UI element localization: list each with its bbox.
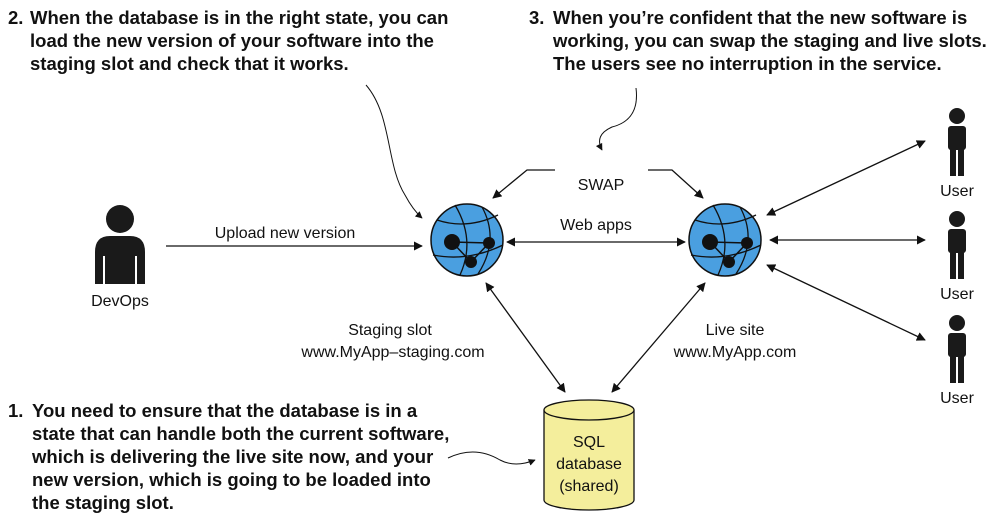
user1-arrow	[766, 140, 926, 216]
user-label-3: User	[940, 390, 974, 407]
staging-slot-globe-icon	[430, 203, 504, 277]
web-apps-label: Web apps	[560, 217, 632, 234]
swap-arrow-right	[648, 169, 704, 199]
callout-3-text: When you’re confident that the new softw…	[553, 7, 987, 74]
staging-db-arrow	[485, 282, 566, 393]
upload-label: Upload new version	[214, 225, 356, 242]
user-icon-3	[948, 315, 966, 383]
callout-1-number: 1.	[8, 400, 24, 421]
user3-arrow	[766, 264, 926, 341]
database-label-line2: database	[556, 456, 622, 473]
callout-2-text: When the database is in the right state,…	[30, 7, 449, 74]
live-site-url: www.MyApp.com	[673, 344, 797, 361]
user-label-2: User	[940, 286, 974, 303]
staging-slot-url: www.MyApp–staging.com	[301, 344, 485, 361]
staging-slot-title: Staging slot	[348, 322, 432, 339]
swap-arrow-left	[492, 169, 555, 199]
user-icon-2	[948, 211, 966, 279]
devops-person-icon	[95, 205, 145, 284]
database-label-line1: SQL	[572, 434, 605, 451]
callout-3-leader	[595, 87, 637, 151]
database-label-line3: (shared)	[559, 478, 619, 495]
devops-label: DevOps	[91, 293, 149, 310]
callout-3-number: 3.	[529, 7, 545, 28]
callout-step-3: 3. When you’re confident that the new so…	[529, 6, 999, 75]
live-site-globe-icon	[688, 203, 762, 277]
user-icon-1	[948, 108, 966, 176]
callout-2-leader	[365, 84, 423, 219]
callout-2-number: 2.	[8, 7, 24, 28]
callout-1-leader	[447, 451, 536, 466]
callout-step-1: 1. You need to ensure that the database …	[8, 399, 458, 514]
callout-step-2: 2. When the database is in the right sta…	[8, 6, 478, 75]
live-db-arrow	[611, 282, 706, 393]
callout-1-text: You need to ensure that the database is …	[32, 400, 450, 513]
user-label-1: User	[940, 183, 974, 200]
live-site-title: Live site	[705, 322, 765, 339]
swap-label: SWAP	[577, 177, 625, 194]
sql-database-icon	[543, 399, 635, 511]
